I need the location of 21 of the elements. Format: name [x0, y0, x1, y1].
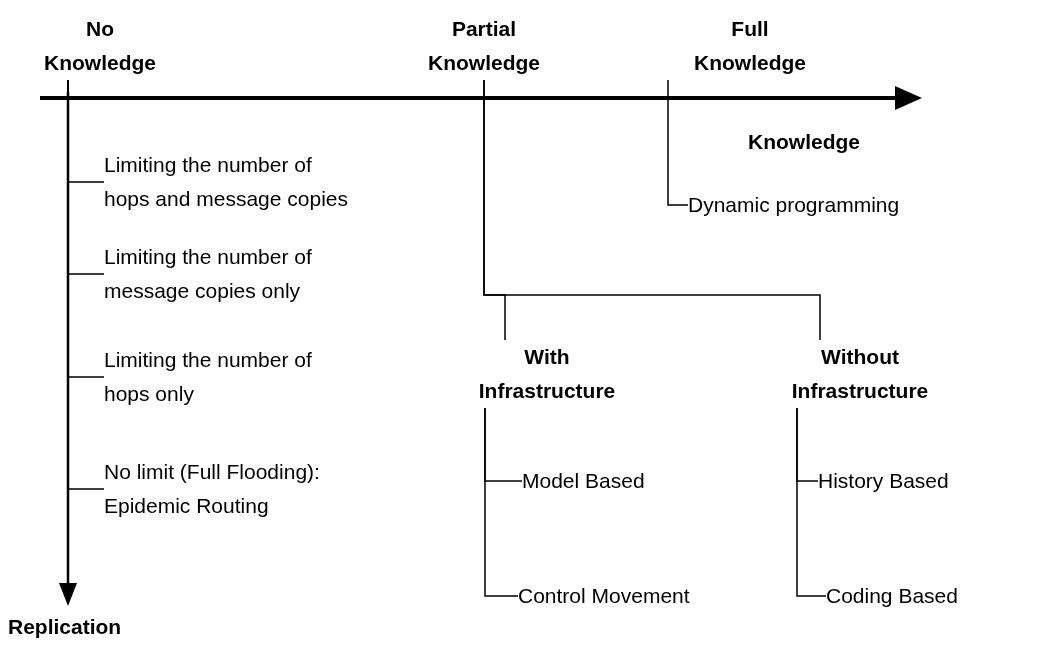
connector-line [67, 79, 105, 490]
category-label: Model Based [522, 468, 646, 494]
category-heading: No Knowledge [43, 16, 157, 76]
category-heading: Full Knowledge [693, 16, 807, 76]
category-heading: With Infrastructure [477, 344, 617, 404]
category-label: Coding Based [826, 583, 959, 609]
category-label: History Based [818, 468, 950, 494]
category-label: Limiting the number of hops only [104, 347, 313, 407]
connector-line [667, 79, 689, 206]
category-label: Dynamic programming [688, 192, 901, 218]
category-label: Limiting the number of hops and message copies [104, 152, 349, 212]
category-heading: Without Infrastructure [790, 344, 930, 404]
category-label: Limiting the number of message copies only [104, 244, 313, 304]
connector-line [483, 79, 821, 341]
connector-line [484, 407, 519, 597]
connector-line [796, 407, 827, 597]
axis-label: Replication [8, 614, 122, 640]
category-label: Control Movement [518, 583, 691, 609]
category-heading: Partial Knowledge [427, 16, 541, 76]
category-label: No limit (Full Flooding): Epidemic Routing [104, 459, 321, 519]
axis-label: Knowledge [748, 129, 860, 155]
